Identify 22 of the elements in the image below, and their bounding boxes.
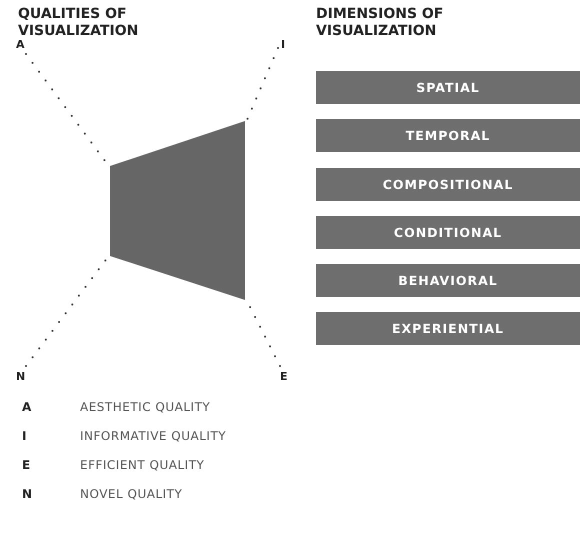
corner-letter: A <box>16 38 25 52</box>
dimension-bar: EXPERIENTIAL <box>316 312 580 345</box>
key-text: AESTHETIC QUALITY <box>80 400 210 414</box>
corner-letter: E <box>280 370 288 384</box>
key-letter: E <box>22 458 30 472</box>
corner-letter: I <box>281 38 286 52</box>
key-letter: I <box>22 429 26 443</box>
dimension-bar: SPATIAL <box>316 71 580 104</box>
dimension-bar: BEHAVIORAL <box>316 264 580 297</box>
trapezoid-shape <box>110 121 245 300</box>
dimension-bar: TEMPORAL <box>316 119 580 152</box>
key-text: INFORMATIVE QUALITY <box>80 429 226 443</box>
section-heading: DIMENSIONS OF VISUALIZATION <box>316 6 444 40</box>
dimension-bar: CONDITIONAL <box>316 216 580 249</box>
key-letter: A <box>22 400 32 414</box>
dimension-bar: COMPOSITIONAL <box>316 168 580 201</box>
key-text: EFFICIENT QUALITY <box>80 458 204 472</box>
corner-letter: N <box>16 370 26 384</box>
dotted-line <box>246 47 279 121</box>
section-heading: QUALITIES OF VISUALIZATION <box>18 6 140 40</box>
key-text: NOVEL QUALITY <box>80 487 182 501</box>
key-letter: N <box>22 487 32 501</box>
